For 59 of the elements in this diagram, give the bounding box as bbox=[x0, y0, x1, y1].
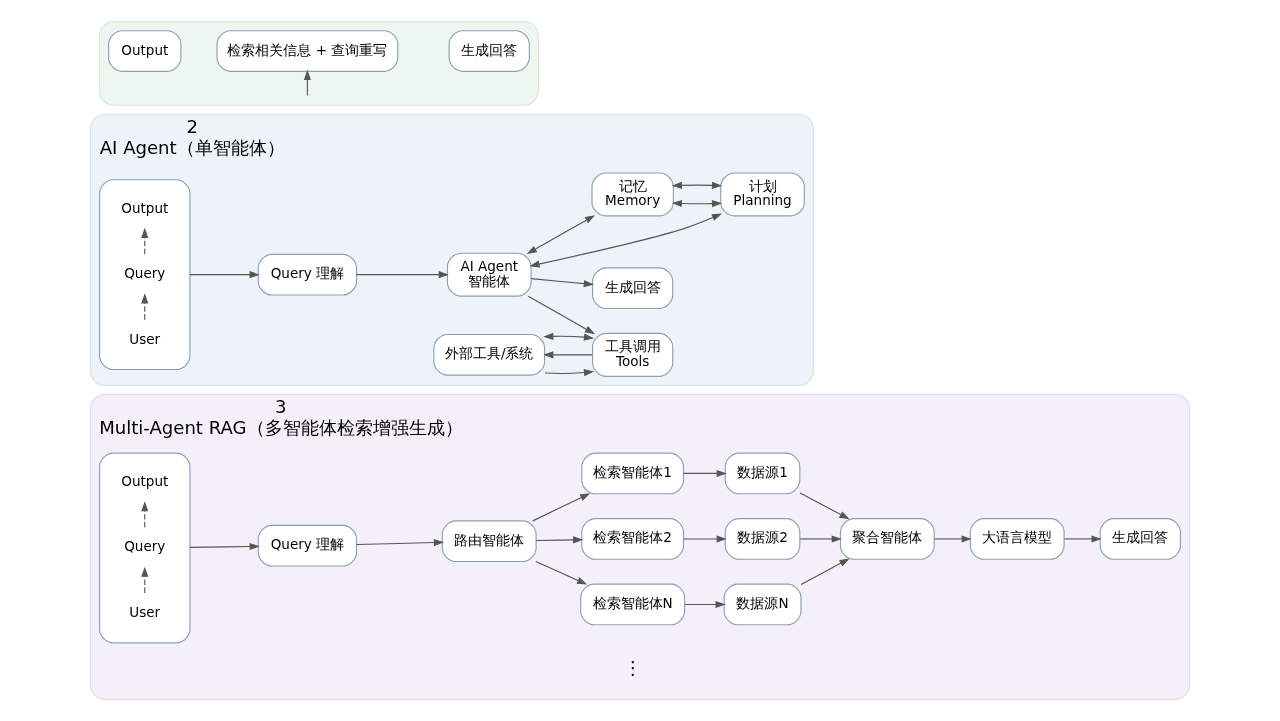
node-box: 数据源2 bbox=[724, 518, 801, 560]
arrow bbox=[141, 227, 149, 255]
node-box: 计划 Planning bbox=[720, 172, 805, 217]
arrow bbox=[189, 271, 260, 279]
node-box: 生成回答 bbox=[592, 267, 674, 310]
node-box: Query 理解 bbox=[257, 524, 358, 567]
node-box: 生成回答 bbox=[448, 30, 530, 72]
node-box: Query 理解 bbox=[257, 253, 358, 296]
node-box: 外部工具/系统 bbox=[433, 333, 546, 376]
node-box: 检索智能体2 bbox=[581, 518, 685, 560]
arrow bbox=[527, 295, 596, 335]
arrow bbox=[356, 271, 449, 279]
node-box: Output bbox=[108, 30, 182, 72]
node-box: 数据源1 bbox=[724, 452, 801, 495]
cluster bbox=[99, 452, 191, 644]
arrow bbox=[141, 501, 149, 529]
arrow bbox=[189, 542, 260, 551]
arrow bbox=[535, 561, 588, 585]
node-box: 检索智能体1 bbox=[581, 452, 685, 495]
arrow bbox=[799, 535, 842, 543]
node-box: 路由智能体 bbox=[441, 520, 537, 563]
arrow bbox=[671, 200, 723, 208]
arrow bbox=[526, 215, 596, 254]
arrow bbox=[933, 535, 972, 543]
node-box: 聚合智能体 bbox=[839, 518, 935, 560]
node-box: 检索相关信息 + 查询重写 bbox=[216, 30, 399, 72]
node-text: Query bbox=[124, 265, 166, 282]
node-box: 数据源N bbox=[723, 583, 802, 626]
arrow bbox=[544, 369, 595, 377]
label: ⋮ bbox=[623, 657, 642, 679]
arrow bbox=[141, 566, 149, 594]
arrow bbox=[543, 332, 595, 341]
node-box: 检索智能体N bbox=[580, 583, 686, 626]
arrow bbox=[682, 535, 727, 543]
arrow bbox=[141, 293, 149, 321]
arrow bbox=[535, 536, 584, 544]
arrow bbox=[800, 558, 850, 585]
node-box: 大语言模型 bbox=[969, 518, 1065, 560]
cluster bbox=[99, 21, 539, 106]
node-text: Output bbox=[121, 472, 169, 489]
arrow bbox=[682, 469, 727, 477]
node-text: Query bbox=[124, 538, 166, 555]
arrow bbox=[799, 492, 850, 520]
arrow bbox=[684, 600, 726, 608]
node-text: Output bbox=[121, 199, 169, 216]
arrow bbox=[356, 539, 445, 547]
node-text: User bbox=[129, 330, 161, 347]
arrow bbox=[532, 493, 591, 522]
arrow bbox=[529, 213, 723, 268]
arrow bbox=[671, 181, 723, 189]
arrow bbox=[543, 351, 593, 359]
arrow bbox=[1063, 535, 1102, 543]
cluster bbox=[99, 179, 191, 371]
node-box: 工具调用 Tools bbox=[592, 332, 674, 377]
node-text: User bbox=[129, 603, 161, 620]
node-box: 记忆 Memory bbox=[591, 172, 674, 217]
node-box: AI Agent 智能体 bbox=[446, 252, 532, 297]
arrow bbox=[530, 278, 594, 288]
node-box: 生成回答 bbox=[1099, 518, 1181, 560]
